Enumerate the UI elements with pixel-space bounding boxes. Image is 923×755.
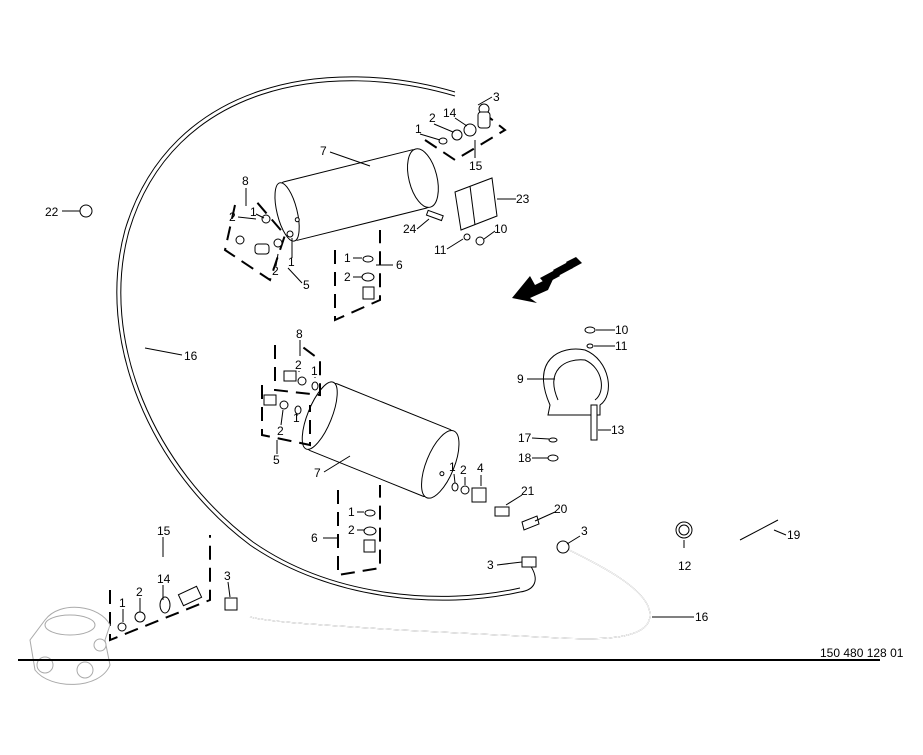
- callout-leader: [419, 133, 441, 141]
- callout-leader: [144, 347, 183, 356]
- callout-11: 11: [434, 243, 447, 257]
- callout-12: 12: [678, 559, 692, 573]
- callout-3: 3: [581, 524, 588, 538]
- callout-10: 10: [494, 222, 508, 236]
- callout-5: 5: [273, 453, 280, 467]
- callout-2: 2: [295, 358, 302, 372]
- hose-16-main-inner: [120, 80, 521, 597]
- callout-leader: [531, 437, 550, 440]
- callout-7: 7: [320, 144, 327, 158]
- callout-2: 2: [460, 463, 467, 477]
- callout-11: 11: [615, 339, 628, 353]
- callout-6: 6: [311, 531, 318, 545]
- callout-leader: [454, 117, 468, 127]
- callout-1: 1: [311, 364, 318, 378]
- tank-strap: [543, 348, 609, 416]
- callout-leader: [287, 267, 303, 284]
- callout-1: 1: [415, 122, 422, 136]
- callout-18: 18: [518, 451, 532, 465]
- callout-leader: [237, 216, 257, 220]
- callout-leader: [453, 473, 456, 484]
- callout-2: 2: [348, 523, 355, 537]
- callout-2: 2: [429, 111, 436, 125]
- callout-8: 8: [296, 327, 303, 341]
- air-tank-middle: [301, 381, 460, 499]
- callout-8: 8: [242, 174, 249, 188]
- callout-17: 17: [518, 431, 532, 445]
- callout-leader: [446, 238, 464, 250]
- callout-leader: [255, 213, 265, 219]
- callout-21: 21: [521, 484, 535, 498]
- callout-2: 2: [344, 270, 351, 284]
- callout-leader: [477, 96, 493, 106]
- callout-leader: [329, 151, 371, 167]
- callout-10: 10: [615, 323, 629, 337]
- callout-leader: [280, 409, 284, 426]
- direction-arrow-icon: [512, 257, 582, 303]
- callout-leader: [227, 581, 231, 598]
- callout-6: 6: [396, 258, 403, 272]
- callout-leader: [534, 511, 556, 522]
- hose-3-connector: [519, 564, 536, 593]
- callout-15: 15: [157, 524, 171, 538]
- callout-23: 23: [516, 192, 530, 206]
- callout-leader: [323, 455, 351, 473]
- callout-2: 2: [277, 424, 284, 438]
- hose-16-lower: [249, 547, 651, 640]
- callout-leader: [773, 529, 787, 536]
- callout-15: 15: [469, 159, 483, 173]
- callout-1: 1: [344, 251, 351, 265]
- brake-valve-ghost: [29, 606, 111, 685]
- callout-leader: [275, 253, 279, 267]
- air-tank-top: [274, 148, 439, 242]
- callout-1: 1: [449, 460, 456, 474]
- callout-1: 1: [119, 596, 126, 610]
- callout-3: 3: [487, 558, 494, 572]
- hose-16-lower-inner: [249, 547, 651, 640]
- callout-1: 1: [348, 505, 355, 519]
- callout-1: 1: [250, 205, 257, 219]
- callout-2: 2: [136, 585, 143, 599]
- callout-2: 2: [272, 264, 279, 278]
- callout-20: 20: [554, 502, 568, 516]
- callout-5: 5: [303, 278, 310, 292]
- drawing-number: 150 480 128 01: [820, 646, 904, 660]
- callout-9: 9: [517, 372, 524, 386]
- callout-2: 2: [229, 210, 236, 224]
- callout-14: 14: [443, 106, 457, 120]
- hose-16-main: [116, 76, 521, 601]
- callout-4: 4: [477, 461, 484, 475]
- callout-16: 16: [695, 610, 709, 624]
- callout-16: 16: [184, 349, 198, 363]
- callout-7: 7: [314, 466, 321, 480]
- callout-24: 24: [403, 222, 417, 236]
- callout-14: 14: [157, 572, 171, 586]
- callout-leader: [483, 230, 496, 240]
- callout-1: 1: [288, 255, 295, 269]
- callout-1: 1: [293, 411, 300, 425]
- cable-tie: [739, 519, 779, 541]
- callout-leader: [505, 494, 523, 506]
- callout-leader: [496, 561, 523, 566]
- callout-leader: [416, 218, 430, 230]
- callout-22: 22: [45, 205, 59, 219]
- callout-leader: [433, 123, 454, 133]
- callout-19: 19: [787, 528, 801, 542]
- callout-13: 13: [611, 423, 625, 437]
- callout-3: 3: [224, 569, 231, 583]
- callout-leader: [566, 535, 581, 545]
- callout-3: 3: [493, 90, 500, 104]
